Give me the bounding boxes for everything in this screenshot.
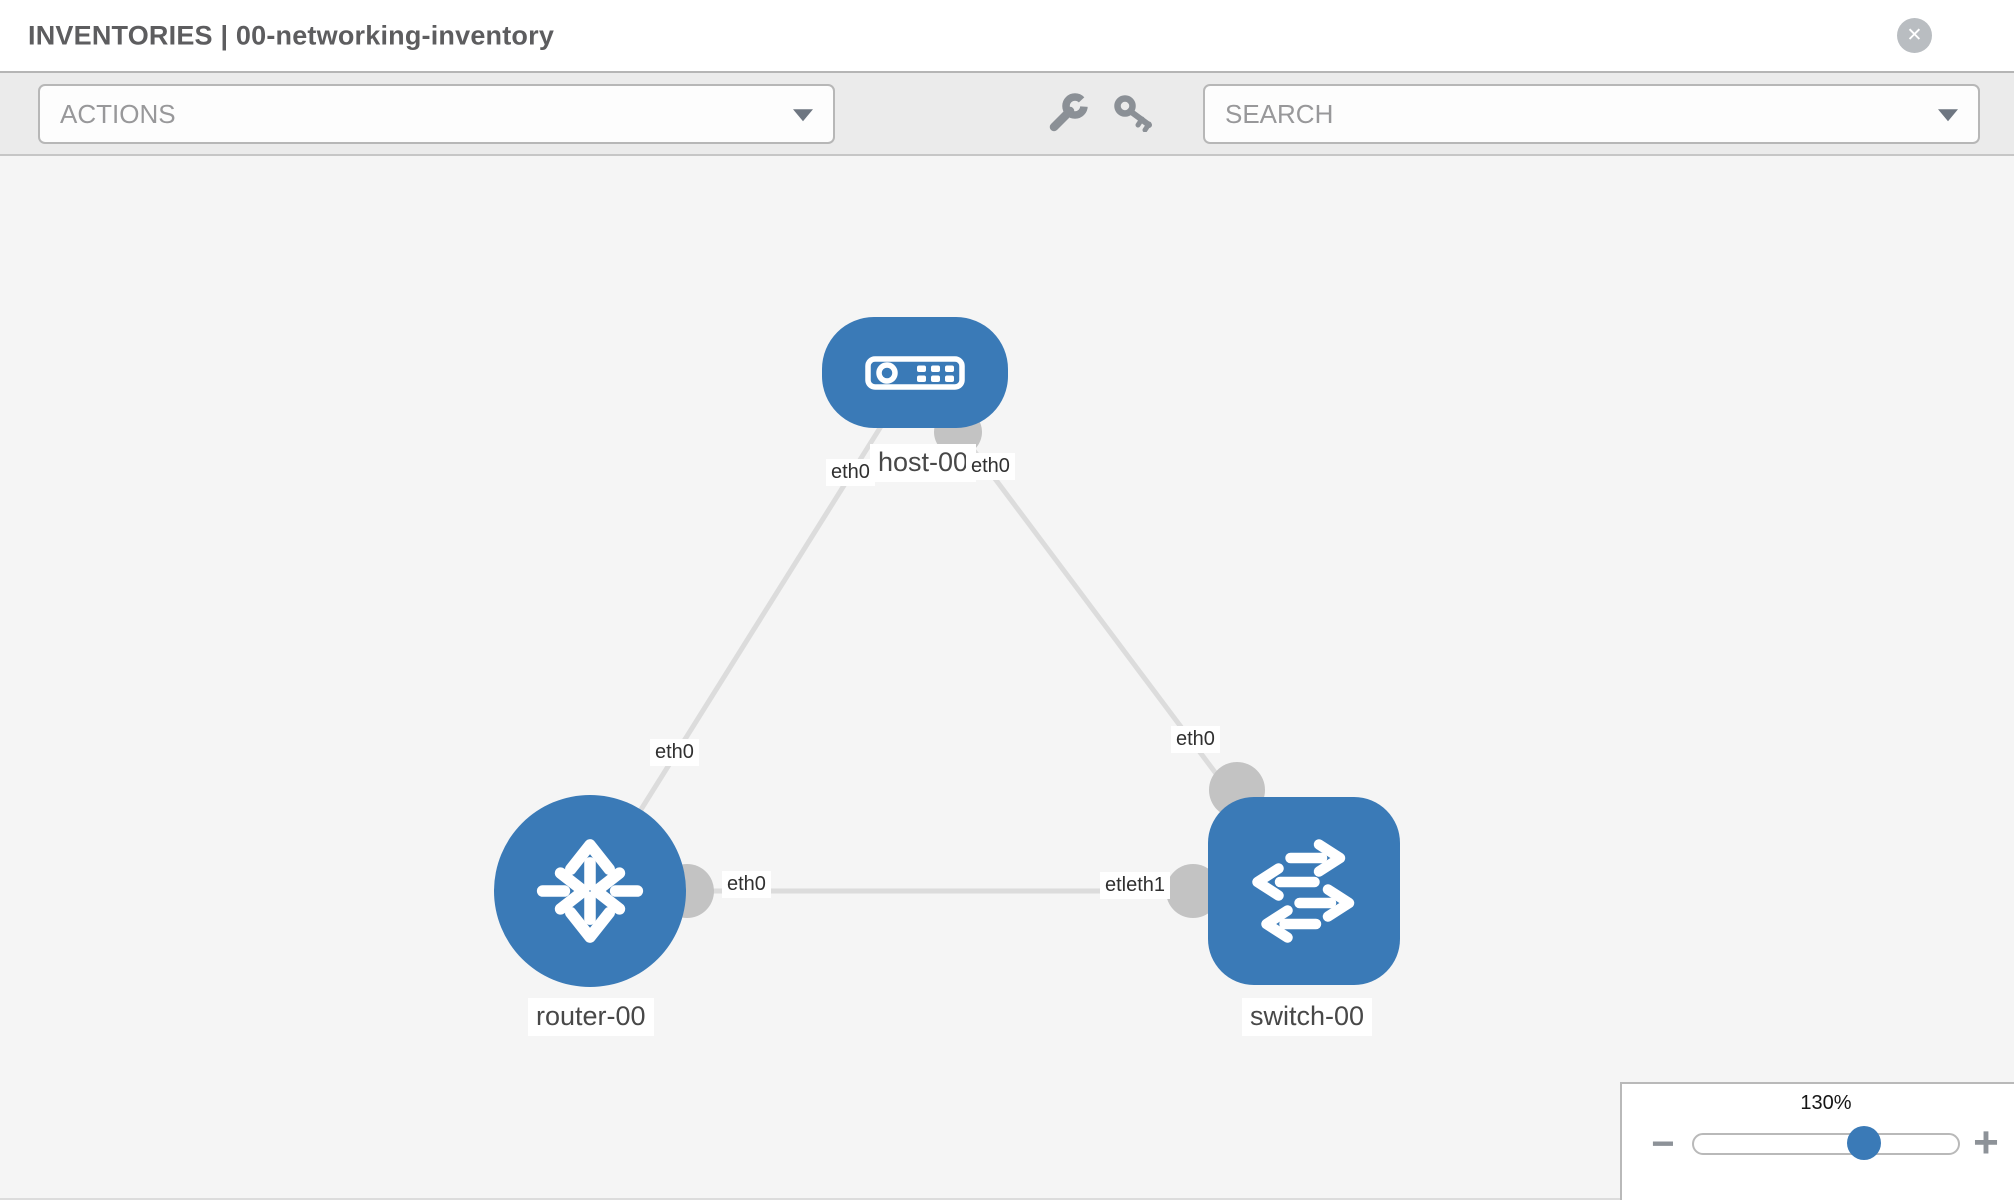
zoom-slider-track[interactable]	[1692, 1133, 1960, 1155]
minus-icon: −	[1651, 1122, 1675, 1166]
search-dropdown-value: SEARCH	[1225, 98, 1334, 129]
zoom-out-button[interactable]: −	[1644, 1122, 1682, 1166]
actions-dropdown[interactable]: ACTIONS	[38, 84, 835, 144]
node-host-00[interactable]	[822, 317, 1008, 428]
topology-canvas[interactable]	[0, 156, 2014, 1200]
interface-label: etleth1	[1100, 872, 1171, 899]
node-switch-00[interactable]	[1208, 797, 1400, 985]
wrench-icon	[1049, 93, 1088, 132]
node-router-00[interactable]	[494, 795, 686, 987]
interface-label: eth0	[826, 459, 875, 486]
interface-label: eth0	[650, 739, 699, 766]
chevron-down-icon	[1938, 109, 1958, 122]
close-button[interactable]: ✕	[1897, 18, 1932, 53]
interface-label: eth0	[722, 871, 771, 898]
interface-label: eth0	[966, 453, 1015, 480]
configure-button[interactable]	[1044, 87, 1092, 139]
zoom-level-value: 130%	[1800, 1092, 1852, 1114]
key-icon	[1114, 95, 1152, 132]
node-label-router: router-00	[528, 998, 654, 1036]
zoom-slider-thumb[interactable]	[1847, 1126, 1881, 1160]
close-icon: ✕	[1906, 25, 1923, 46]
search-dropdown[interactable]: SEARCH	[1203, 84, 1980, 144]
actions-dropdown-value: ACTIONS	[60, 98, 176, 129]
zoom-in-button[interactable]: +	[1965, 1118, 2007, 1167]
server-icon	[865, 355, 965, 390]
plus-icon: +	[1973, 1118, 1999, 1167]
router-arrows-icon	[536, 839, 644, 943]
header-bar: INVENTORIES | 00-networking-inventory ✕	[0, 0, 2014, 73]
toolbar: ACTIONS SEARCH	[0, 73, 2014, 156]
node-label-switch: switch-00	[1242, 998, 1373, 1036]
node-label-host: host-00	[870, 444, 977, 482]
interface-label: eth0	[1171, 726, 1220, 753]
chevron-down-icon	[793, 109, 813, 122]
credentials-button[interactable]	[1110, 87, 1158, 139]
switch-arrows-icon	[1252, 839, 1355, 943]
zoom-panel: 130% − +	[1620, 1082, 2014, 1200]
link-host-router[interactable]	[587, 370, 918, 893]
page-title: INVENTORIES | 00-networking-inventory	[28, 20, 555, 50]
